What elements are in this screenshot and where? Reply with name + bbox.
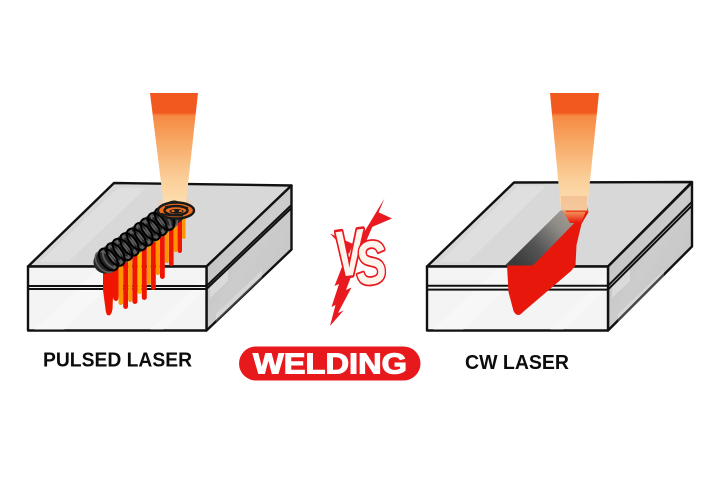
svg-text:PULSED LASER: PULSED LASER bbox=[43, 349, 192, 372]
svg-text:WELDING: WELDING bbox=[253, 349, 407, 381]
svg-text:CW LASER: CW LASER bbox=[465, 351, 569, 374]
